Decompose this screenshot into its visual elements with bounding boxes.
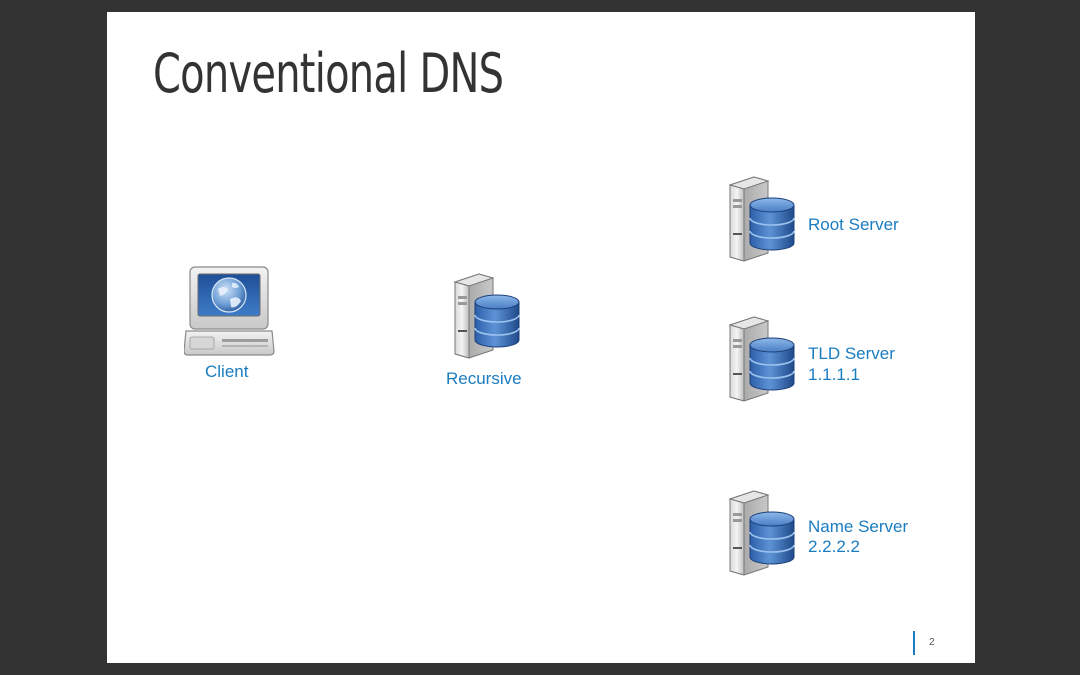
tld-server-label: TLD Server bbox=[808, 344, 895, 363]
client-label: Client bbox=[205, 362, 249, 381]
tld-server-node bbox=[724, 315, 798, 405]
tld-server-ip: 1.1.1.1 bbox=[808, 365, 860, 384]
database-server-icon bbox=[729, 176, 795, 262]
root-server-node bbox=[724, 175, 798, 265]
page-number: 2 bbox=[929, 637, 935, 648]
root-server-label: Root Server bbox=[808, 215, 899, 234]
slide-title: Conventional DNS bbox=[153, 42, 504, 105]
name-server-label: Name Server bbox=[808, 517, 909, 536]
computer-globe-icon bbox=[183, 266, 275, 356]
database-server-icon bbox=[729, 490, 795, 576]
recursive-label: Recursive bbox=[446, 369, 522, 388]
client-node bbox=[183, 265, 276, 357]
page-number-divider bbox=[913, 631, 915, 655]
recursive-node bbox=[449, 272, 523, 362]
database-server-icon bbox=[454, 273, 520, 359]
name-server-node bbox=[724, 489, 798, 579]
name-server-ip: 2.2.2.2 bbox=[808, 537, 860, 556]
database-server-icon bbox=[729, 316, 795, 402]
slide: Conventional DNS Client Recursive Root S… bbox=[107, 12, 975, 663]
